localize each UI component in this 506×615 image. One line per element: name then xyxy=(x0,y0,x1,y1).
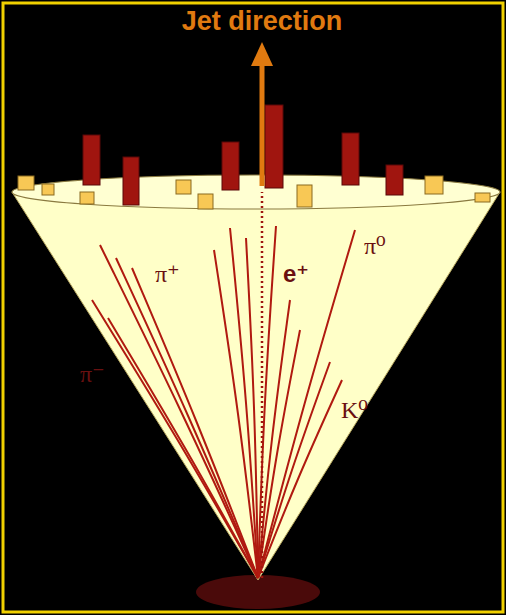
particle-track xyxy=(258,362,330,578)
em-deposit xyxy=(80,192,94,204)
jet-cone xyxy=(12,192,500,580)
hadronic-deposit xyxy=(222,142,239,190)
particle-track xyxy=(258,330,300,578)
em-deposit xyxy=(18,176,34,190)
hadronic-deposit xyxy=(342,133,359,185)
particle-track xyxy=(92,300,258,578)
particle-track xyxy=(246,238,258,578)
particle-track xyxy=(108,318,258,578)
jet-axis xyxy=(261,192,264,578)
hadronic-deposit xyxy=(83,135,100,185)
particle-track xyxy=(100,245,258,578)
em-deposit xyxy=(425,176,443,194)
particle-track xyxy=(258,230,355,578)
hadronic-deposit xyxy=(265,105,283,188)
em-deposit xyxy=(475,193,490,202)
hadronic-deposit xyxy=(386,165,403,195)
em-deposit xyxy=(297,185,312,207)
particle-label: π⁺ xyxy=(155,262,180,286)
particle-label: π⁰ xyxy=(364,234,386,258)
calorimeter-towers xyxy=(18,105,490,209)
jet-arrow-shaft xyxy=(260,64,265,186)
jet-direction-label: Jet direction xyxy=(182,8,343,35)
em-deposit xyxy=(42,184,54,195)
particle-label: e⁺ xyxy=(283,262,309,286)
particle-track xyxy=(258,380,342,578)
em-deposit xyxy=(198,194,213,209)
em-deposit xyxy=(176,180,191,194)
particle-tracks xyxy=(92,226,355,578)
jet-arrow-head xyxy=(251,42,273,66)
hadronic-deposit xyxy=(123,157,139,205)
particle-label: K⁰ xyxy=(341,398,368,422)
particle-label: π⁻ xyxy=(80,362,105,386)
frame xyxy=(3,3,503,612)
particle-track xyxy=(230,228,258,578)
